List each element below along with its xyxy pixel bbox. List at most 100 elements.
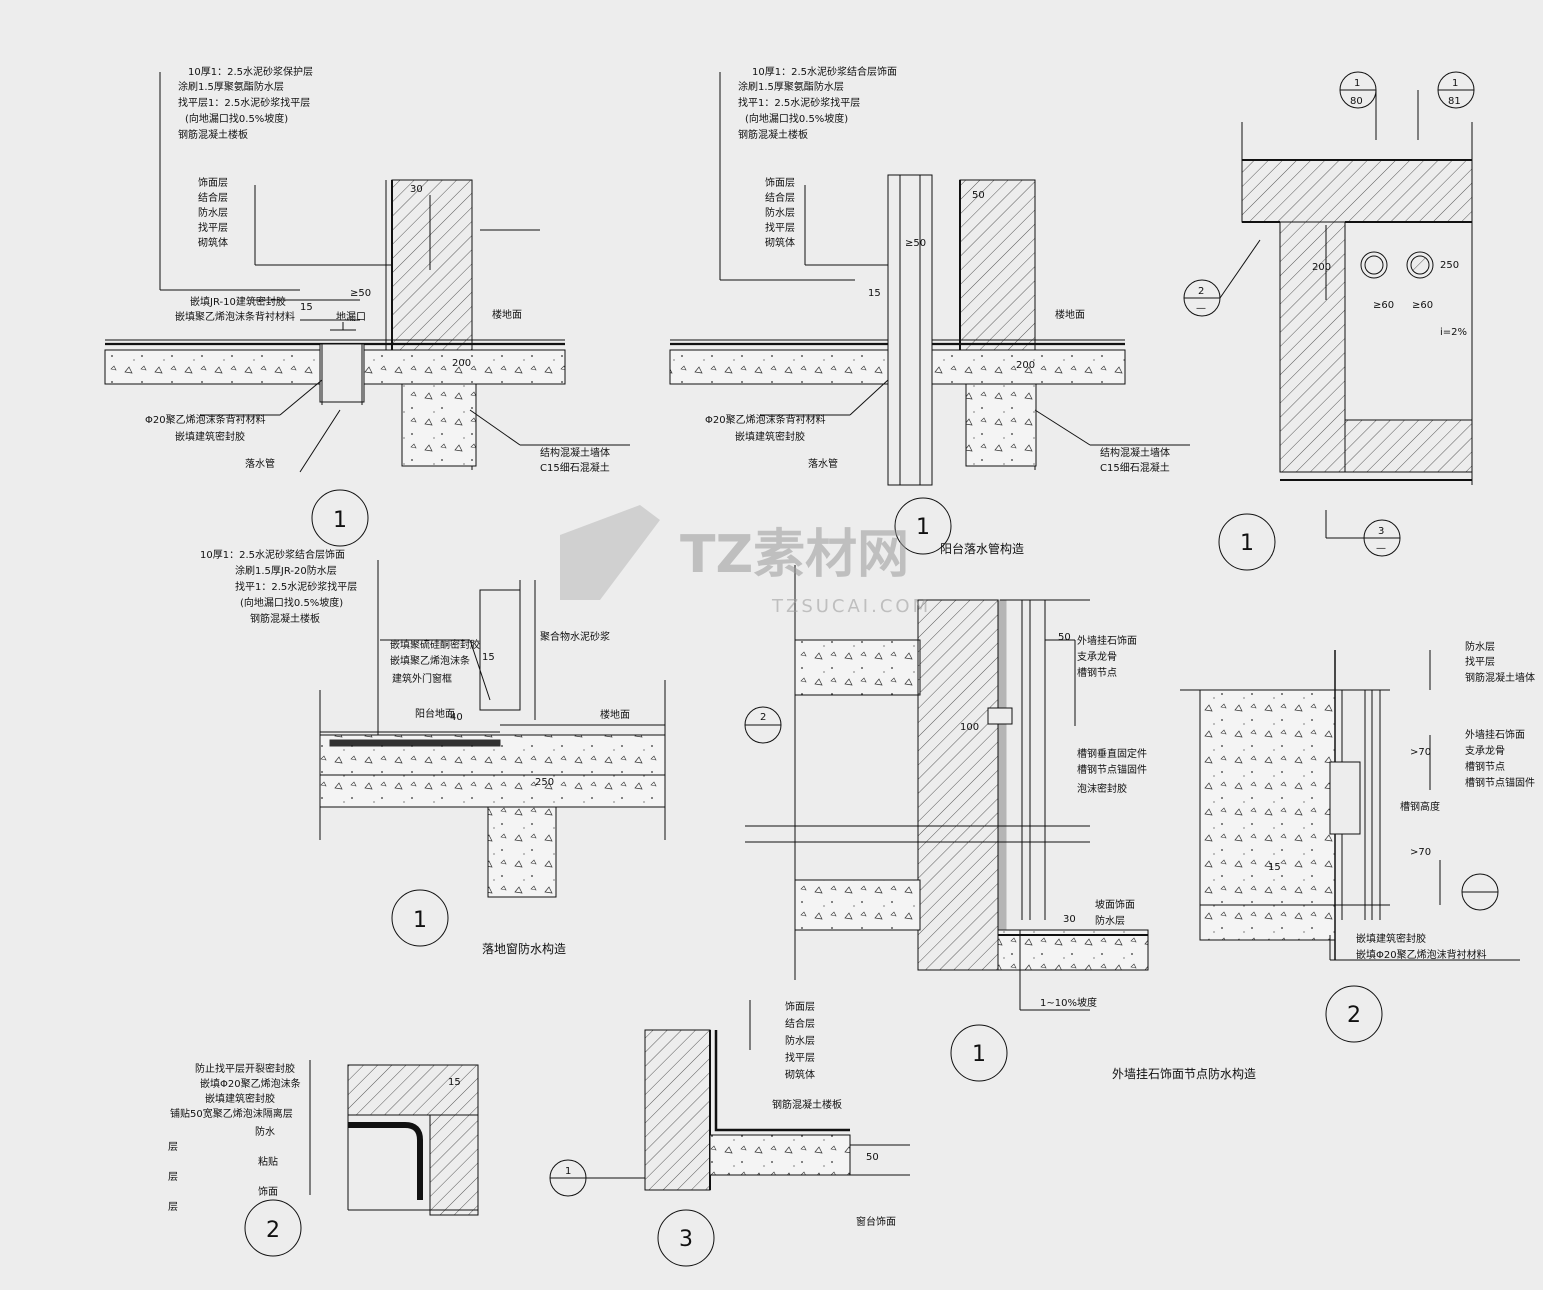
d8-layer-4: 砌筑体 (785, 1068, 815, 1081)
d4-balcony: 阳台地面 (415, 707, 455, 720)
d5-bracket: 支承龙骨 (1077, 650, 1117, 663)
d2-floor: 楼地面 (1055, 308, 1085, 321)
d5-fix: 槽钢节点锚固件 (1077, 763, 1147, 776)
d2-dim-0: 50 (972, 190, 985, 201)
d3-tag3-sheet: — (1376, 543, 1386, 554)
d7-label-4: 防水 (255, 1125, 275, 1138)
d2-dim-3: 200 (1016, 360, 1035, 371)
d4-note-2: 找平1：2.5水泥砂浆找平层 (235, 580, 357, 593)
d3-dim-4: i=2% (1440, 327, 1467, 338)
d1-dim-0: 30 (410, 184, 423, 195)
d3-dim-0: 200 (1312, 262, 1331, 273)
d8-tag: 1 (565, 1166, 571, 1177)
d1-c15: C15细石混凝土 (540, 461, 610, 474)
d1-note-4: 钢筋混凝土楼板 (178, 128, 248, 141)
d8-layer-1: 结合层 (785, 1017, 815, 1030)
detail-window-sill (549, 1000, 910, 1267)
d2-layer-3: 找平层 (765, 221, 795, 234)
d2-layer-2: 防水层 (765, 206, 795, 219)
detail-corner-pipe (1183, 71, 1475, 571)
d1-sealant: 嵌填JR-10建筑密封胶 (190, 295, 286, 308)
d7-label-6: 饰面 (258, 1185, 278, 1198)
d6-bottom-0: 嵌填建筑密封胶 (1356, 932, 1426, 945)
detail-floor-window (319, 560, 666, 947)
d6-dim-2: 15 (1268, 862, 1281, 873)
d2-layer-4: 砌筑体 (765, 236, 795, 249)
d6-dim-1: >70 (1410, 847, 1431, 858)
d8-number: 3 (679, 1227, 693, 1252)
d2-pipe-seal: 嵌填建筑密封胶 (735, 430, 805, 443)
d4-number: 1 (413, 908, 427, 933)
d1-backer: 嵌填聚乙烯泡沫条背衬材料 (175, 310, 295, 323)
d7-label-1: 嵌填Φ20聚乙烯泡沫条 (200, 1077, 301, 1090)
d2-layer-0: 饰面层 (765, 176, 795, 189)
d8-sill: 窗台饰面 (856, 1215, 896, 1228)
d7-side-0: 层 (168, 1141, 178, 1153)
d6-caption: 外墙挂石饰面节点防水构造 (1112, 1066, 1256, 1081)
d2-concrete: 结构混凝土墙体 (1100, 446, 1170, 459)
d4-dim-2: 250 (535, 777, 554, 788)
d6-label-2: 槽钢节点 (1465, 760, 1505, 773)
d8-slab: 钢筋混凝土楼板 (772, 1098, 842, 1111)
d2-layer-1: 结合层 (765, 191, 795, 204)
d5-seal: 泡沫密封胶 (1077, 782, 1127, 795)
watermark-logo-icon (560, 505, 660, 600)
d6-label-3: 槽钢节点锚固件 (1465, 776, 1535, 789)
d5-test: 槽钢垂直固定件 (1077, 747, 1147, 760)
d6-layer-0: 防水层 (1465, 640, 1495, 653)
detail-inner-corner (244, 1060, 479, 1257)
d3-tag2-sheet: — (1196, 303, 1206, 314)
d4-dim-1: 40 (450, 712, 463, 723)
d6-label-1: 支承龙骨 (1465, 744, 1505, 757)
d7-label-5: 粘贴 (258, 1155, 278, 1168)
d2-note-2: 找平1：2.5水泥砂浆找平层 (738, 96, 860, 109)
d2-pipe: 落水管 (808, 457, 838, 470)
d5-slope: 坡面饰面 (1095, 898, 1135, 911)
detail-floor-drain-1 (104, 72, 630, 547)
d1-layer-3: 找平层 (198, 221, 228, 234)
d7-number: 2 (266, 1218, 280, 1243)
d1-pipe: 落水管 (245, 457, 275, 470)
d8-layer-0: 饰面层 (785, 1000, 815, 1013)
d7-label-2: 嵌填建筑密封胶 (205, 1092, 275, 1105)
d6-layer-2: 钢筋混凝土墙体 (1465, 671, 1535, 684)
d1-dim-1: ≥50 (350, 288, 371, 299)
d4-foam: 嵌填聚乙烯泡沫条 (390, 654, 470, 667)
d6-dim-3: 槽钢高度 (1400, 800, 1440, 813)
d1-layer-1: 结合层 (198, 191, 228, 204)
d4-dim-0: 15 (482, 652, 495, 663)
d2-note-1: 涂刷1.5厚聚氨酯防水层 (738, 80, 844, 93)
d6-label-0: 外墙挂石饰面 (1465, 728, 1525, 741)
d8-layer-2: 防水层 (785, 1034, 815, 1047)
d2-number: 1 (916, 515, 930, 540)
d3-dim-1: 250 (1440, 260, 1459, 271)
d6-number: 2 (1347, 1003, 1361, 1028)
d1-concrete: 结构混凝土墙体 (540, 446, 610, 459)
d3-tag2-num: 2 (1198, 286, 1204, 297)
d1-drain: 地漏口 (336, 310, 366, 323)
d1-note-2: 找平层1：2.5水泥砂浆找平层 (178, 96, 310, 109)
d5-pct: 1~10%坡度 (1040, 996, 1097, 1009)
d5-sill: 防水层 (1095, 914, 1125, 927)
d1-pipe-backer: Φ20聚乙烯泡沫条背衬材料 (145, 413, 266, 426)
d4-floor: 楼地面 (600, 708, 630, 721)
d6-dim-0: >70 (1410, 747, 1431, 758)
d1-dim-3: 200 (452, 358, 471, 369)
d2-pipe-backer: Φ20聚乙烯泡沫条背衬材料 (705, 413, 826, 426)
d2-dim-2: 15 (868, 288, 881, 299)
d1-number: 1 (333, 508, 347, 533)
d1-layer-2: 防水层 (198, 206, 228, 219)
d4-sealant: 嵌填聚硫硅酮密封胶 (390, 638, 480, 651)
d3-dim-2: ≥60 (1373, 300, 1394, 311)
detail-floor-drain-2 (669, 72, 1190, 555)
d5-dim-1: 100 (960, 722, 979, 733)
d2-c15: C15细石混凝土 (1100, 461, 1170, 474)
d3-tag0-sheet: 80 (1350, 96, 1363, 107)
d5-number: 1 (972, 1042, 986, 1067)
d8-layer-3: 找平层 (785, 1051, 815, 1064)
d8-dim-0: 50 (866, 1152, 879, 1163)
d5-tag: 2 (760, 712, 766, 723)
d2-caption: 阳台落水管构造 (940, 541, 1024, 556)
d3-tag3-num: 3 (1378, 526, 1384, 537)
